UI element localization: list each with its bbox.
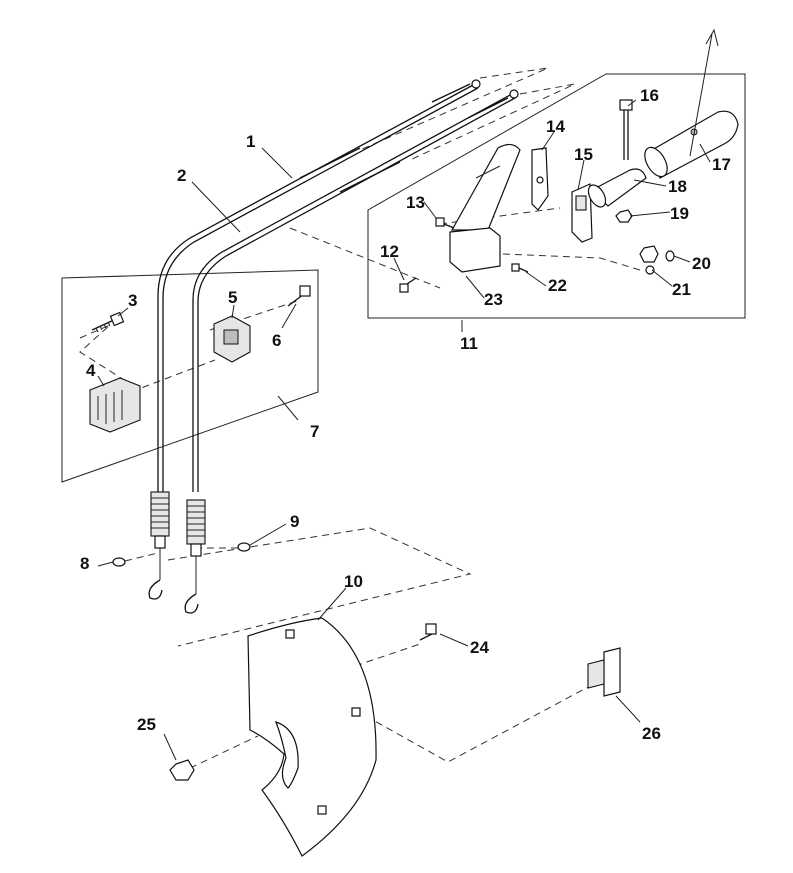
label-6: 6 — [272, 331, 281, 350]
part-13-screw — [435, 217, 455, 229]
cable-2 — [192, 89, 519, 492]
label-3: 3 — [128, 291, 137, 310]
part-3-screw — [91, 311, 125, 333]
cable-1 — [157, 79, 481, 492]
label-23: 23 — [484, 290, 503, 309]
cable-spring-left — [148, 491, 170, 600]
label-20: 20 — [692, 254, 711, 273]
label-16: 16 — [640, 86, 659, 105]
label-10: 10 — [344, 572, 363, 591]
part-10-shield — [247, 617, 377, 857]
frame-group-11 — [367, 73, 746, 319]
cable-spring-right — [184, 499, 206, 614]
part-18-pivot-tube — [587, 168, 647, 208]
label-4: 4 — [86, 361, 96, 380]
frame-group-7 — [61, 269, 319, 483]
label-8: 8 — [80, 554, 89, 573]
label-24: 24 — [470, 638, 489, 657]
part-6-screw — [287, 285, 311, 307]
part-23-control-lever — [449, 143, 521, 273]
arrow-up — [689, 28, 719, 157]
part-16-bolt — [619, 99, 633, 160]
part-20-washer — [665, 250, 675, 262]
part-9-washer — [237, 542, 251, 552]
part-21-nut — [639, 245, 659, 275]
label-14: 14 — [546, 117, 565, 136]
label-9: 9 — [290, 512, 299, 531]
part-12-screw — [399, 277, 417, 293]
label-26: 26 — [642, 724, 661, 743]
label-5: 5 — [228, 288, 237, 307]
leader-lines — [97, 99, 711, 761]
part-14-bracket — [531, 147, 549, 211]
label-13: 13 — [406, 193, 425, 212]
part-4-cable-clamp — [89, 377, 141, 433]
label-17: 17 — [712, 155, 731, 174]
label-11: 11 — [460, 334, 478, 353]
part-8-washer — [112, 557, 126, 567]
part-5-clamp-plate — [213, 315, 251, 363]
part-15-bracket — [571, 183, 593, 243]
label-22: 22 — [548, 276, 567, 295]
part-17-tube — [644, 110, 739, 179]
label-1: 1 — [246, 132, 255, 151]
part-26-plate-bracket — [587, 647, 621, 697]
label-12: 12 — [380, 242, 399, 261]
part-labels: 1 2 3 4 5 6 7 8 9 10 11 12 13 14 15 16 1… — [80, 86, 731, 743]
part-19-nut — [615, 209, 633, 223]
part-22-screw — [511, 263, 529, 273]
label-19: 19 — [670, 204, 689, 223]
part-24-screw — [419, 623, 437, 641]
label-15: 15 — [574, 145, 593, 164]
label-18: 18 — [668, 177, 687, 196]
label-7: 7 — [310, 422, 319, 441]
label-2: 2 — [177, 166, 186, 185]
label-21: 21 — [672, 280, 691, 299]
part-25-nut — [169, 759, 195, 781]
label-25: 25 — [137, 715, 156, 734]
